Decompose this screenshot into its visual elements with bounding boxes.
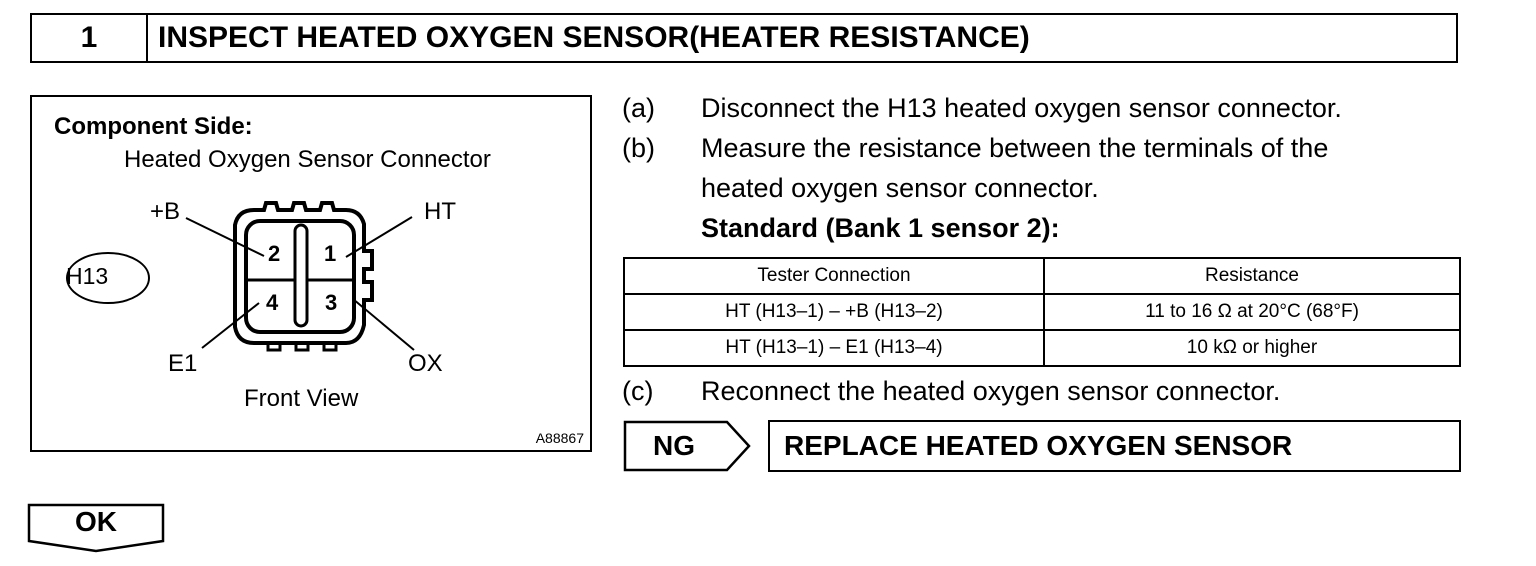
connector-figure: Component Side: Heated Oxygen Sensor Con… <box>30 95 592 452</box>
leader-ox <box>352 298 415 351</box>
pin-2-label: 2 <box>268 241 281 266</box>
step-a-text: Disconnect the H13 heated oxygen sensor … <box>701 93 1342 123</box>
pin-1-label: 1 <box>324 241 337 266</box>
connector-outline <box>233 201 374 345</box>
ok-label: OK <box>75 506 117 537</box>
pin-3-label: 3 <box>325 290 338 315</box>
callout-plus-b: +B <box>150 198 181 225</box>
callout-ht: HT <box>424 198 456 225</box>
connector-id-ellipse <box>66 252 150 304</box>
table-row: HT (H13–1) – +B (H13–2) 11 to 16 Ω at 20… <box>623 293 1461 331</box>
connector-inner <box>244 219 356 334</box>
table-header-cell: Resistance <box>1043 257 1461 295</box>
leader-ht <box>345 216 413 258</box>
leader-plus-b <box>185 217 265 257</box>
standard-label: Standard (Bank 1 sensor 2): <box>701 213 1060 243</box>
table-row: HT (H13–1) – E1 (H13–4) 10 kΩ or higher <box>623 329 1461 367</box>
figure-subtitle: Heated Oxygen Sensor Connector <box>124 146 491 173</box>
ng-branch: NG REPLACE HEATED OXYGEN SENSOR <box>623 420 1461 472</box>
table-cell: HT (H13–1) – E1 (H13–4) <box>623 329 1045 367</box>
step-title: INSPECT HEATED OXYGEN SENSOR(HEATER RESI… <box>158 21 1030 54</box>
figure-code: A88867 <box>535 430 584 446</box>
step-number: 1 <box>32 15 148 61</box>
connector-diagram <box>66 201 415 352</box>
connector-id-label: H13 <box>66 263 109 289</box>
view-label: Front View <box>244 385 359 412</box>
resistance-spec-table: Tester Connection Resistance HT (H13–1) … <box>623 257 1461 367</box>
table-cell: 10 kΩ or higher <box>1043 329 1461 367</box>
connector-key <box>293 223 309 328</box>
step-c-text: Reconnect the heated oxygen sensor conne… <box>701 376 1281 406</box>
step-b-letter: (b) <box>622 133 655 163</box>
ng-action: REPLACE HEATED OXYGEN SENSOR <box>768 420 1461 472</box>
pin-4-label: 4 <box>266 290 279 315</box>
figure-label: Component Side: <box>54 113 253 140</box>
callout-ox: OX <box>408 350 443 377</box>
ng-arrow-shape <box>623 420 751 472</box>
step-header: 1 INSPECT HEATED OXYGEN SENSOR(HEATER RE… <box>30 13 1458 63</box>
table-header-cell: Tester Connection <box>623 257 1045 295</box>
leader-e1 <box>201 302 260 349</box>
step-b-text-2: heated oxygen sensor connector. <box>701 173 1099 203</box>
step-c-letter: (c) <box>622 376 654 406</box>
table-cell: 11 to 16 Ω at 20°C (68°F) <box>1043 293 1461 331</box>
table-cell: HT (H13–1) – +B (H13–2) <box>623 293 1045 331</box>
callout-e1: E1 <box>168 350 198 377</box>
ok-arrow-shape <box>27 503 165 553</box>
step-b-text-1: Measure the resistance between the termi… <box>701 133 1329 163</box>
table-header-row: Tester Connection Resistance <box>623 257 1461 295</box>
ng-label: NG <box>653 430 695 461</box>
step-a-letter: (a) <box>622 93 655 123</box>
connector-bottom-tabs <box>266 343 338 352</box>
